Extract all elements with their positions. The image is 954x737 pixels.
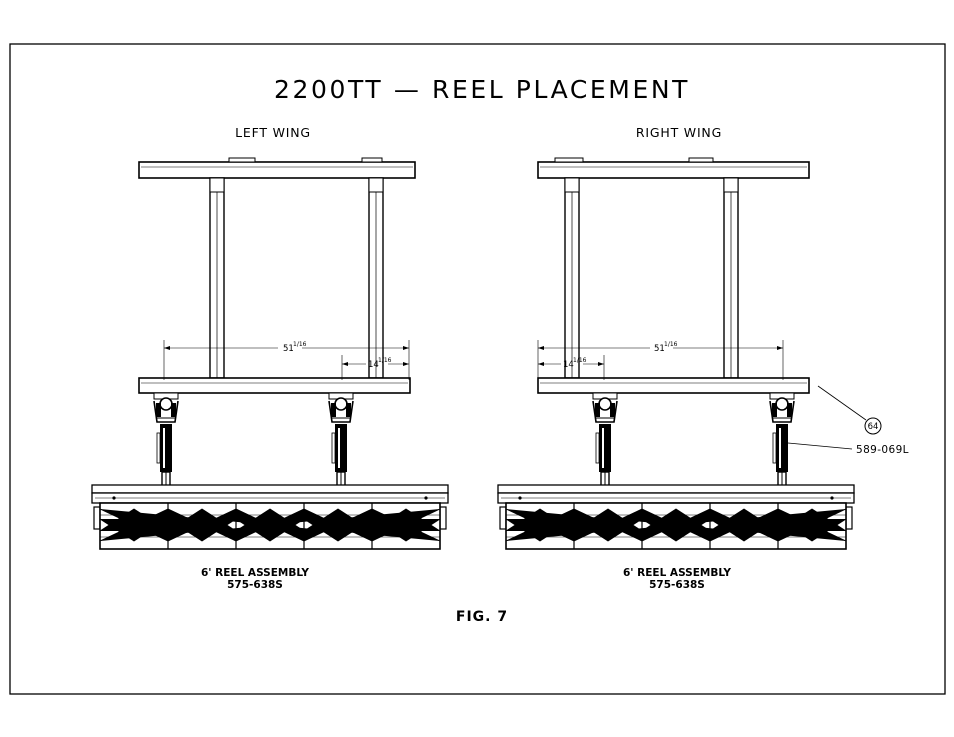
left-wing-heading: LEFT WING — [235, 125, 311, 140]
right-wing-view: RIGHT WING 51 1/16 — [498, 125, 854, 591]
left-reel — [92, 485, 448, 549]
right-top-frame — [538, 158, 809, 178]
svg-text:1/16: 1/16 — [293, 341, 307, 348]
left-assembly-part: 575-638S — [227, 579, 283, 591]
item-balloon-callout: 64 — [818, 386, 881, 434]
right-assembly-part: 575-638S — [649, 579, 705, 591]
item-balloon: 64 — [868, 422, 879, 432]
left-top-frame — [139, 158, 415, 178]
svg-text:1/16: 1/16 — [378, 357, 392, 364]
part-number-callout: 589-069L — [788, 443, 909, 456]
right-reel — [498, 485, 854, 549]
figure-label: FIG. 7 — [456, 609, 508, 625]
svg-text:1/16: 1/16 — [573, 357, 587, 364]
sheet-border — [10, 44, 945, 694]
svg-text:1/16: 1/16 — [664, 341, 678, 348]
right-assembly-label: 6' REEL ASSEMBLY — [623, 567, 731, 579]
page-title: 2200TT — REEL PLACEMENT — [274, 75, 690, 104]
right-bottom-frame — [538, 378, 809, 393]
right-wing-heading: RIGHT WING — [636, 125, 722, 140]
left-wing-view: LEFT WING 51 — [92, 125, 448, 591]
part-number-label: 589-069L — [856, 444, 909, 456]
left-assembly-label: 6' REEL ASSEMBLY — [201, 567, 309, 579]
left-bottom-frame — [139, 378, 410, 393]
